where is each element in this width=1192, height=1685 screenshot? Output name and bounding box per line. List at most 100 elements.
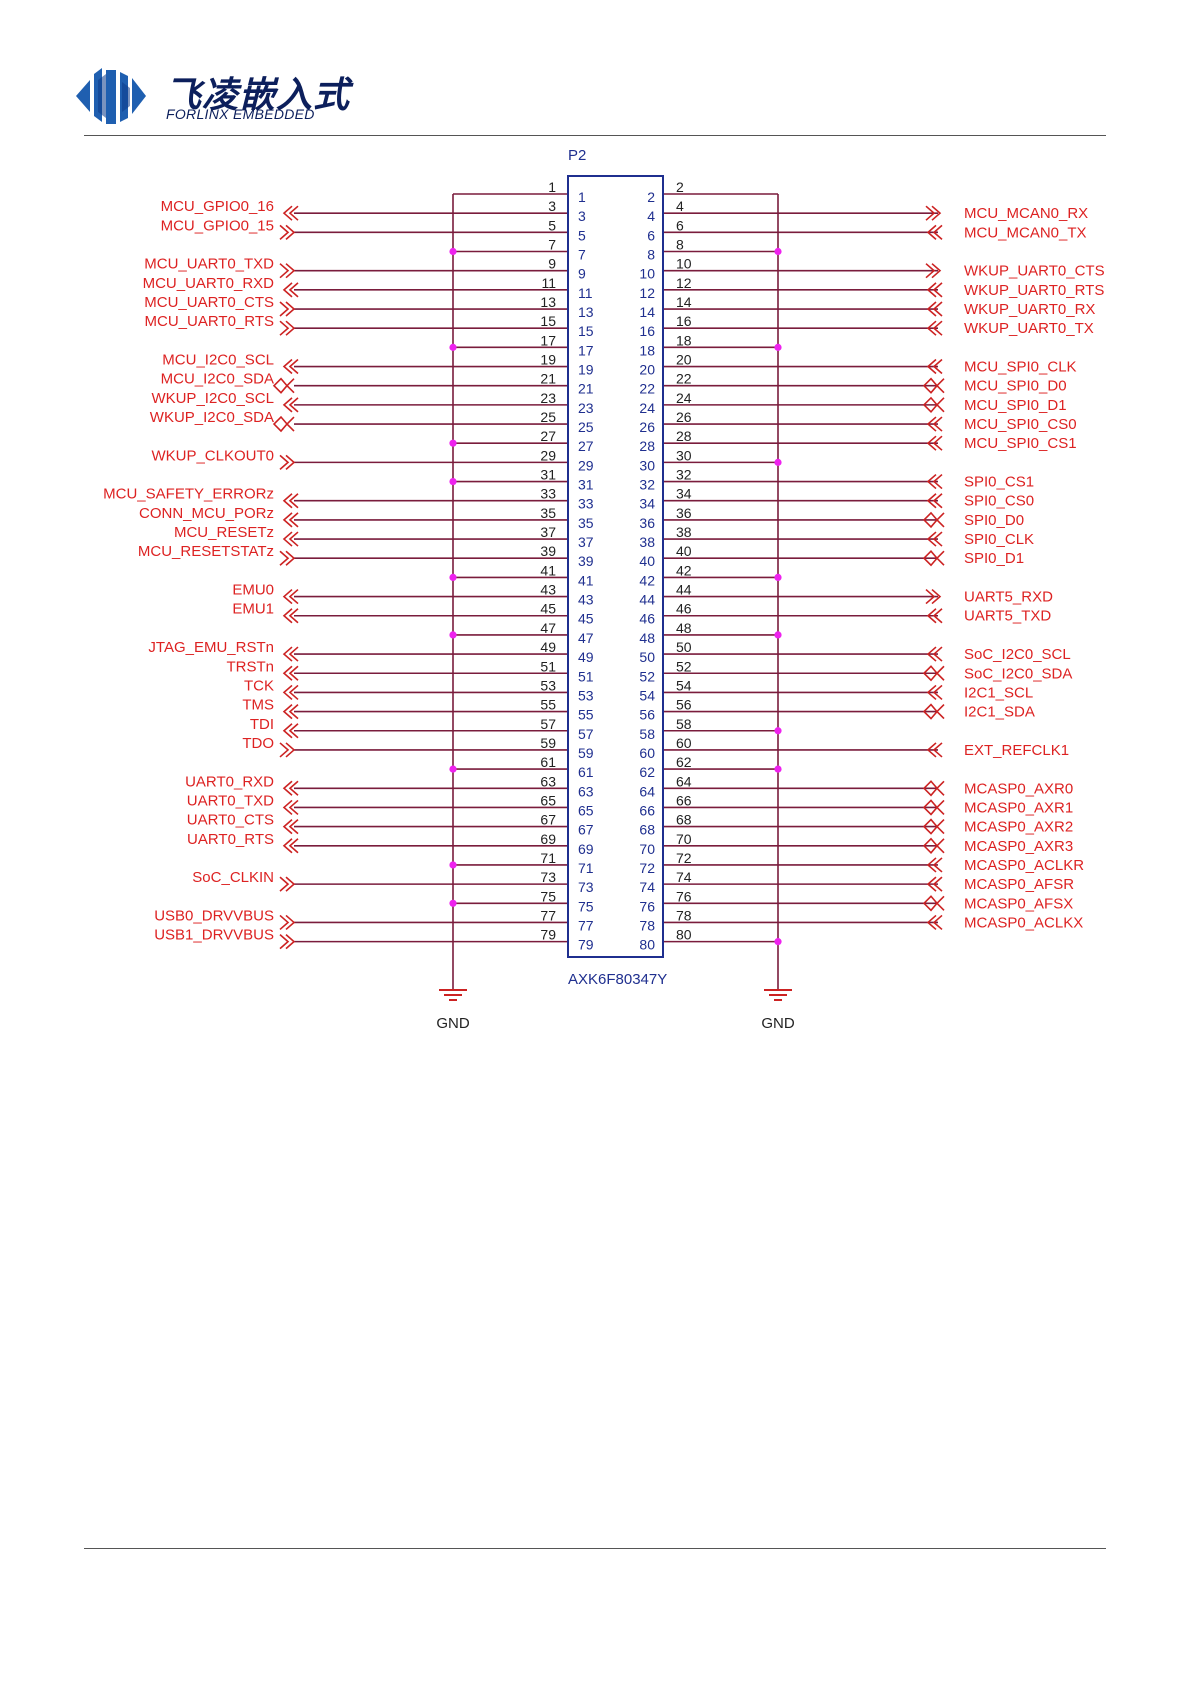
- inner-pin-number-left: 23: [578, 400, 594, 416]
- junction-dot-right: [774, 631, 782, 639]
- left-net-label: MCU_SAFETY_ERRORz: [103, 486, 274, 503]
- pin-row: [272, 377, 945, 394]
- left-arrow-icon: [279, 934, 296, 950]
- left-net-label: WKUP_I2C0_SDA: [150, 409, 274, 426]
- inner-pin-number-left: 45: [578, 611, 594, 627]
- outer-pin-number-left: 43: [540, 582, 556, 598]
- inner-pin-number-right: 80: [639, 937, 655, 953]
- right-arrow-icon: [926, 608, 943, 624]
- right-arrow-icon: [925, 588, 942, 605]
- outer-pin-number-left: 41: [540, 562, 556, 578]
- left-net-label: MCU_GPIO0_16: [161, 198, 274, 215]
- connector-designator: P2: [568, 147, 586, 164]
- outer-pin-number-left: 57: [540, 716, 556, 732]
- left-net-label: TRSTn: [226, 658, 274, 675]
- outer-pin-number-right: 8: [676, 237, 684, 253]
- pin-row: [282, 780, 945, 797]
- right-net-label: SoC_I2C0_SDA: [964, 665, 1072, 682]
- pin-row: [449, 343, 782, 351]
- pin-row: [449, 765, 782, 773]
- left-arrow-icon: [282, 780, 299, 796]
- left-arrow-icon: [282, 646, 299, 662]
- pin-row: [282, 837, 945, 854]
- right-bidir-arrow-icon: [922, 799, 945, 816]
- left-net-label: MCU_UART0_CTS: [144, 294, 274, 311]
- outer-pin-number-left: 15: [540, 313, 556, 329]
- ground-label-right: GND: [761, 1015, 795, 1032]
- inner-pin-number-right: 34: [639, 496, 655, 512]
- right-arrow-icon: [926, 416, 943, 432]
- right-bidir-arrow-icon: [922, 511, 945, 529]
- left-arrow-icon: [282, 819, 299, 835]
- junction-dot-right: [774, 247, 782, 256]
- right-bidir-arrow-icon: [922, 377, 945, 394]
- outer-pin-number-left: 47: [540, 620, 556, 636]
- outer-pin-number-left: 29: [540, 447, 556, 463]
- right-net-label: SoC_I2C0_SCL: [964, 646, 1071, 663]
- outer-pin-number-left: 73: [540, 869, 556, 885]
- left-arrow-icon: [282, 512, 299, 528]
- right-arrow-icon: [926, 493, 943, 509]
- inner-pin-number-right: 50: [639, 649, 655, 665]
- inner-pin-number-left: 27: [578, 438, 594, 454]
- inner-pin-number-right: 32: [639, 477, 655, 493]
- left-net-label: JTAG_EMU_RSTn: [148, 639, 274, 656]
- inner-pin-number-left: 21: [578, 381, 594, 397]
- pin-row: [272, 415, 943, 433]
- left-net-label: UART0_RXD: [185, 773, 274, 790]
- inner-pin-number-left: 35: [578, 515, 594, 531]
- right-net-label: MCASP0_AXR1: [964, 799, 1073, 816]
- inner-pin-number-left: 77: [578, 917, 594, 933]
- inner-pin-number-left: 71: [578, 860, 594, 876]
- inner-pin-number-left: 39: [578, 553, 594, 569]
- outer-pin-number-right: 14: [676, 294, 692, 310]
- inner-pin-number-right: 28: [639, 438, 655, 454]
- left-net-label: SoC_CLKIN: [192, 869, 274, 886]
- left-net-label: TDI: [250, 716, 274, 733]
- inner-pin-number-right: 78: [639, 917, 655, 933]
- left-net-label: TCK: [244, 677, 274, 694]
- outer-pin-number-right: 72: [676, 850, 692, 866]
- outer-pin-number-left: 63: [540, 773, 556, 789]
- right-arrow-icon: [926, 876, 943, 892]
- left-net-label: USB1_DRVVBUS: [154, 927, 274, 944]
- inner-pin-number-right: 22: [639, 381, 655, 397]
- left-net-label: MCU_UART0_RXD: [143, 275, 275, 292]
- inner-pin-number-right: 46: [639, 611, 655, 627]
- junction-dot-right: [774, 938, 782, 946]
- outer-pin-number-left: 35: [540, 505, 556, 521]
- right-net-label: MCASP0_AXR3: [964, 838, 1073, 855]
- inner-pin-number-left: 57: [578, 726, 594, 742]
- outer-pin-number-right: 36: [676, 505, 692, 521]
- right-arrow-icon: [926, 358, 943, 375]
- right-arrow-icon: [925, 205, 942, 221]
- inner-pin-number-right: 42: [639, 572, 655, 588]
- outer-pin-number-left: 27: [540, 428, 556, 444]
- right-arrow-icon: [926, 914, 943, 931]
- inner-pin-number-right: 56: [639, 707, 655, 723]
- outer-pin-number-right: 46: [676, 601, 692, 617]
- pin-row: [282, 205, 942, 221]
- inner-pin-number-left: 43: [578, 592, 594, 608]
- outer-pin-number-right: 76: [676, 888, 692, 904]
- junction-dot-left: [449, 343, 457, 351]
- right-net-label: MCU_SPI0_CS0: [964, 416, 1077, 433]
- inner-pin-number-left: 31: [578, 477, 594, 493]
- left-net-label: WKUP_I2C0_SCL: [151, 390, 274, 407]
- right-arrow-icon: [926, 473, 943, 490]
- inner-pin-number-left: 7: [578, 247, 586, 263]
- inner-pin-number-right: 20: [639, 362, 655, 378]
- inner-pin-number-left: 1: [578, 189, 586, 205]
- outer-pin-number-right: 26: [676, 409, 692, 425]
- junction-dot-left: [449, 899, 457, 907]
- pin-row: [282, 684, 943, 701]
- inner-pin-number-left: 65: [578, 802, 594, 818]
- left-arrow-icon: [282, 799, 299, 816]
- outer-pin-number-left: 51: [540, 658, 556, 674]
- pin-row: [449, 857, 943, 873]
- connector-body: [567, 175, 664, 958]
- pin-row: [282, 703, 945, 720]
